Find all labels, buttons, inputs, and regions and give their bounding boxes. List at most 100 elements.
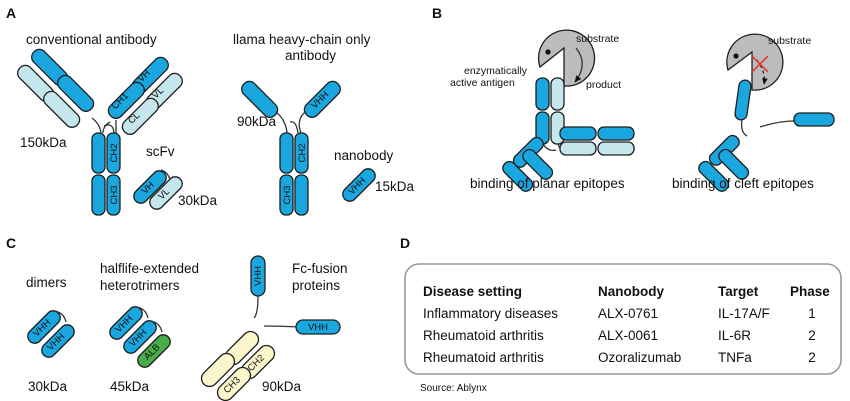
planar-vl — [550, 77, 565, 111]
scfv-linker — [160, 169, 171, 181]
td-r3-disease: Rheumatoid arthritis — [423, 350, 544, 365]
nanobody-table: Disease setting Nanobody Target Phase In… — [423, 284, 830, 365]
llama-ch2-left — [279, 132, 294, 174]
scfv: VH VL — [133, 169, 183, 210]
td-r1-target: IL-17A/F — [718, 306, 770, 321]
td-r3-target: TNFa — [718, 350, 752, 365]
ab-hinge — [91, 117, 117, 134]
td-r2-target: IL-6R — [718, 328, 751, 343]
ab-heavy-ch1-right — [107, 81, 145, 119]
trimer-alb — [137, 334, 171, 368]
ab-heavy-ch2-left — [91, 132, 106, 174]
ab-label-ch3: CH3 — [109, 185, 120, 204]
llama-ch3-right — [294, 174, 309, 216]
panel-d-label: D — [400, 235, 410, 251]
cleft-vhh — [734, 79, 752, 121]
table-source: Source: Ablynx — [420, 383, 487, 394]
antibody-planar-binding — [502, 77, 635, 192]
enzyme-body-cleft — [726, 33, 784, 91]
scfv-vl — [149, 176, 183, 210]
llama-ch3-left — [279, 174, 294, 216]
nanobody-mass: 15kDa — [375, 179, 415, 194]
trimers-title-line2: heterotrimers — [100, 278, 180, 293]
fc-fusion-label-vhh-top: VHH — [253, 266, 264, 286]
th-phase: Phase — [790, 284, 830, 299]
td-r1-phase: 1 — [808, 306, 816, 321]
fc-fusion-linkers — [253, 295, 301, 328]
th-target: Target — [718, 284, 759, 299]
trimer-vhh-1 — [109, 306, 143, 340]
table-frame — [404, 263, 842, 375]
llama-label-ch2: CH2 — [297, 143, 308, 162]
conventional-antibody: VH VL CH1 CL CH2 CH3 — [17, 48, 183, 216]
trimers-mass: 45kDa — [110, 379, 150, 394]
dimer-vhh-2 — [41, 324, 75, 358]
llama-vhh-left — [241, 80, 279, 118]
td-r1-disease: Inflammatory diseases — [423, 306, 558, 321]
cleft-fc-c — [698, 160, 730, 192]
td-r3-phase: 2 — [808, 350, 816, 365]
conventional-antibody-mass: 150kDa — [20, 135, 67, 150]
fc-fusion: VHH VHH CH2 CH3 — [200, 255, 341, 401]
trimer-linkers — [136, 306, 163, 333]
fc-fusion-mass: 90kDa — [262, 379, 302, 394]
scfv-mass: 30kDa — [178, 193, 218, 208]
ab-light-cl-right — [121, 97, 159, 135]
llama-hinge — [275, 111, 306, 134]
td-r1-nanobody: ALX-0761 — [598, 306, 658, 321]
ab-label-ch2: CH2 — [109, 143, 120, 162]
llama-label-ch3: CH3 — [282, 185, 293, 204]
llama-mass: 90kDa — [237, 114, 277, 129]
ab-heavy-ch1-left — [57, 74, 95, 112]
llama-vhh-right — [303, 80, 341, 118]
scfv-title: scFv — [146, 144, 175, 159]
panel-b-label: B — [432, 5, 442, 21]
arrow-substrate-product — [574, 47, 583, 83]
nanobody: VHH — [342, 168, 376, 202]
td-r3-nanobody: Ozoralizumab — [598, 350, 681, 365]
ab-light-cl-left — [43, 90, 81, 128]
cleft-hinge — [740, 119, 801, 137]
cross-icon — [751, 55, 769, 73]
planar-fc-ch3-bottom — [597, 141, 635, 156]
heterotrimer: VHH VHH ALB — [109, 306, 171, 368]
llama-title-line1: llama heavy-chain only — [233, 32, 371, 47]
llama-ch2-right — [294, 132, 309, 174]
fc-fusion-title-line1: Fc-fusion — [292, 261, 348, 276]
td-r2-disease: Rheumatoid arthritis — [423, 328, 544, 343]
antigen-label-line2: active antigen — [450, 77, 515, 89]
ab-heavy-ch3-right — [106, 174, 121, 216]
fc-fusion-vhh-right — [295, 319, 341, 335]
planar-vh — [535, 77, 550, 111]
caption-planar: binding of planar epitopes — [470, 176, 625, 191]
planar-fc-ch2-bottom — [559, 141, 597, 156]
trimers-title-line1: halflife-extended — [100, 261, 199, 276]
conventional-antibody-title: conventional antibody — [26, 32, 157, 47]
dimer-linker — [54, 310, 67, 323]
fc-fusion-ch3-b — [216, 366, 252, 401]
product-label: product — [586, 79, 621, 91]
dimers-mass: 30kDa — [28, 379, 68, 394]
llama-antibody: VHH CH2 CH3 — [241, 80, 341, 216]
td-r2-nanobody: ALX-0061 — [598, 328, 658, 343]
cleft-vhh-right — [793, 112, 835, 127]
llama-title-line2: antibody — [285, 48, 336, 63]
nanobody-vhh — [342, 168, 376, 202]
ab-heavy-ch2-right — [106, 132, 121, 174]
trimer-vhh-2 — [123, 320, 157, 354]
dimers-title: dimers — [26, 275, 67, 290]
planar-fc-ch3-top — [597, 126, 635, 141]
planar-arm-c — [502, 160, 534, 192]
planar-fc-ch2-top — [559, 126, 597, 141]
enzyme-eye-cleft — [733, 53, 739, 59]
th-disease: Disease setting — [423, 284, 522, 299]
ab-heavy-ch3-left — [91, 174, 106, 216]
enzyme-eye-planar — [545, 49, 551, 55]
dimer-vhh-1 — [27, 310, 61, 344]
panel-c-label: C — [6, 235, 16, 251]
panel-a-label: A — [6, 5, 16, 21]
td-r2-phase: 2 — [808, 328, 816, 343]
substrate-label-planar: substrate — [576, 33, 619, 45]
substrate-label-cleft: substrate — [768, 35, 811, 47]
